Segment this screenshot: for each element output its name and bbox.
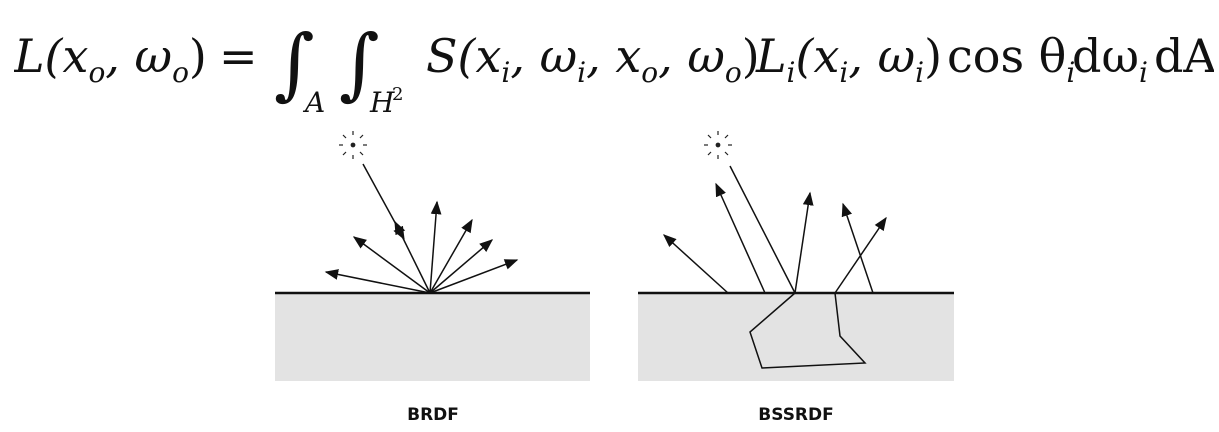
- rendering-equation: L(xo, ωo) = ∫ A ∫ H 2 S(xi, ωi, xo, ωo) …: [14, 20, 1214, 119]
- eq-da: dA: [1154, 29, 1214, 83]
- sun-icon: [339, 131, 367, 159]
- eq-lhs-close: ): [189, 29, 207, 83]
- eq-lhs-sub: o: [88, 56, 105, 89]
- svg-text:cos θi: cos θi: [947, 29, 1075, 89]
- eq-lhs-mid: , ω: [105, 29, 172, 83]
- eq-equals: =: [219, 29, 258, 83]
- brdf-material-block: [275, 293, 590, 381]
- svg-text:L(xo, ωo): L(xo, ωo): [14, 29, 207, 89]
- eq-integral-2-sup: 2: [392, 84, 403, 105]
- brdf-diagram: BRDF: [275, 131, 590, 425]
- svg-text:Li(xi, ωi): Li(xi, ωi): [755, 29, 942, 89]
- bssrdf-incident-ray: [729, 165, 796, 294]
- eq-integral-1: ∫: [274, 20, 315, 109]
- bssrdf-diagram: BSSRDF: [638, 131, 954, 425]
- eq-integral-2: ∫: [339, 20, 380, 109]
- eq-cos: cos θ: [947, 29, 1066, 83]
- eq-li: L: [755, 29, 787, 83]
- brdf-reflected-rays: [324, 200, 519, 294]
- eq-lhs-sub2: o: [172, 56, 189, 89]
- bssrdf-material-block: [638, 293, 954, 381]
- bssrdf-label: BSSRDF: [758, 405, 834, 425]
- sun-icon: [704, 131, 732, 159]
- eq-integral-2-sub: H: [369, 86, 395, 119]
- eq-lhs: L(x: [14, 29, 88, 83]
- eq-integral-1-sub: A: [302, 86, 325, 119]
- svg-text:S(xi, ωi, xo, ωo): S(xi, ωi, xo, ωo): [426, 29, 760, 89]
- bssrdf-subsurface-path: [749, 292, 867, 369]
- bssrdf-exit-rays: [662, 182, 887, 294]
- eq-s-open: S(x: [426, 29, 501, 83]
- eq-domega: dω: [1072, 29, 1139, 83]
- brdf-label: BRDF: [407, 405, 459, 425]
